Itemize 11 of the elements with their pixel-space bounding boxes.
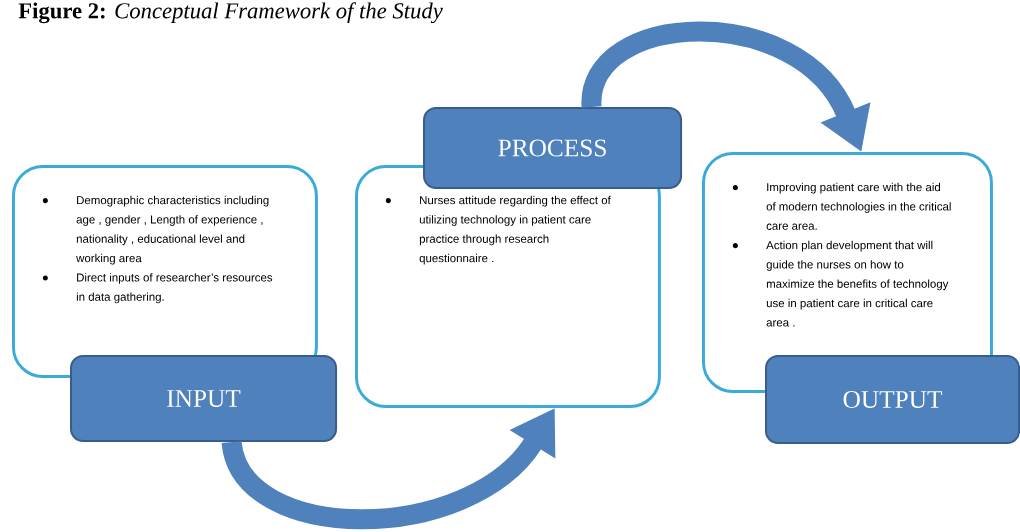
text-card	[355, 165, 661, 408]
bullet-item: Direct inputs of researcher’s resources in data gathering.	[42, 273, 273, 304]
text-card	[12, 165, 318, 378]
bullet-item: Nurses attitude regarding the effect of utilizing technology in patient care practice through research questionnaire .	[385, 195, 611, 265]
bullet-item: Demographic characteristics including age , gender , Length of experience , nationality , educational level and working area	[42, 195, 269, 265]
bullet-item: Action plan development that will guide the nurses on how to maximize the benefits of technology use in patient care in critical care area .	[732, 240, 949, 327]
bullet-item: Improving patient care with the aid of modern technologies in the critical care area.	[732, 182, 951, 230]
label-tab: PROCESS	[423, 107, 683, 189]
label-tab: INPUT	[70, 355, 338, 443]
label-tab: OUTPUT	[765, 355, 1020, 444]
figure-title: Figure 2: Conceptual Framework of the Study	[18, 2, 443, 24]
